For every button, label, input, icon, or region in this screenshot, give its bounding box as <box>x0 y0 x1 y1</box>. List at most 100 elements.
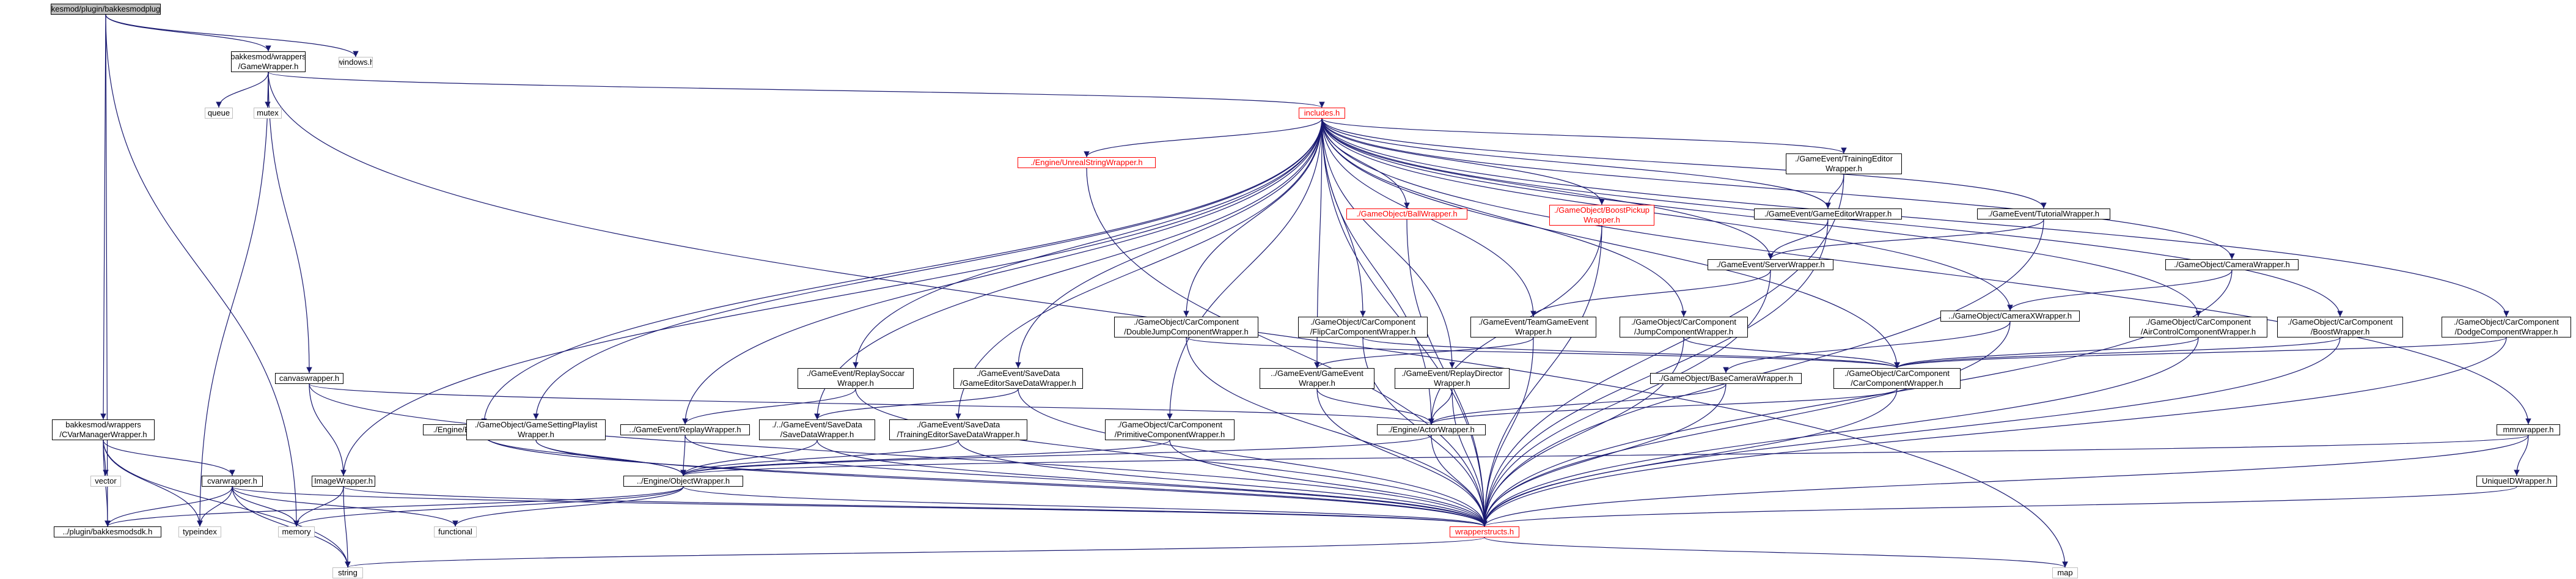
node-doublejumpcomponentwrapper[interactable]: ./GameObject/CarComponent/DoubleJumpComp… <box>1114 317 1258 337</box>
node-label-line1: ./../GameEvent/SaveData <box>772 420 862 429</box>
node-label-line1: ./GameObject/CarComponent <box>1631 317 1736 326</box>
node-gameeditorwrapper[interactable]: ./GameEvent/GameEditorWrapper.h <box>1754 208 1902 219</box>
node-imagewrapper[interactable]: ImageWrapper.h <box>312 476 375 487</box>
edge-flipcar-to-carcomponent <box>1362 337 1900 369</box>
node-unrealstringwrapper[interactable]: ./Engine/UnrealStringWrapper.h <box>1018 157 1156 168</box>
node-label: memory <box>282 527 311 536</box>
edge-cvarwrapper-to-memory <box>232 486 299 527</box>
edge-basecamera-to-actorwrapper <box>1428 383 1727 425</box>
node-boostwrapper[interactable]: ./GameObject/CarComponent/BoostWrapper.h <box>2277 317 2403 337</box>
node-label-line2: /SaveDataWrapper.h <box>780 430 854 439</box>
node-trainingeditorsavedatawrapper[interactable]: ./GameEvent/SaveData/TrainingEditorSaveD… <box>889 419 1027 440</box>
node-label-line1: ./GameEvent/SaveData <box>976 369 1060 378</box>
node-label: queue <box>207 108 230 117</box>
node-memory[interactable]: memory <box>278 526 315 537</box>
edge-actorwrapper-to-wrapperstructs <box>1431 435 1488 527</box>
edge-engineta-to-wrapperstructs <box>483 435 1488 527</box>
node-gameeditorsavedatawrapper[interactable]: ./GameEvent/SaveData/GameEditorSaveDataW… <box>953 368 1083 389</box>
node-label-line1: ./GameEvent/TeamGameEvent <box>1478 317 1588 326</box>
edge-cvarwrapper-to-functional <box>232 486 458 527</box>
node-canvaswrapper[interactable]: canvaswrapper.h <box>275 373 343 384</box>
node-label-line2: /CVarManagerWrapper.h <box>59 430 147 439</box>
edge-includes-to-unrealstring <box>1084 118 1323 158</box>
node-label-line1: ./GameEvent/ReplaySoccar <box>806 369 905 378</box>
edge-dodgecomponent-to-carcomponent <box>1894 337 2507 369</box>
edge-gamewrapper-to-canvaswrapper <box>268 72 312 374</box>
edge-objectwrapper-to-functional <box>452 486 684 527</box>
edge-mmrwrapper-to-objectwrapper <box>681 435 2529 476</box>
node-primitivecomponentwrapper[interactable]: ./GameObject/CarComponent/PrimitiveCompo… <box>1105 419 1235 440</box>
node-cvarmanagerwrapper[interactable]: bakkesmod/wrappers/CVarManagerWrapper.h <box>52 419 155 440</box>
node-replaywrapper[interactable]: ../GameEvent/ReplayWrapper.h <box>620 424 750 435</box>
edge-mmrwrapper-to-wrapperstructs <box>1481 435 2529 527</box>
node-includes[interactable]: includes.h <box>1299 108 1345 119</box>
edge-includes-to-imagewrapper <box>340 118 1323 476</box>
node-dodgecomponentwrapper[interactable]: ./GameObject/CarComponent/DodgeComponent… <box>2442 317 2571 337</box>
edge-cvarwrapper-to-wrapperstructs <box>232 486 1488 527</box>
node-mmrwrapper[interactable]: mmrwrapper.h <box>2497 424 2560 435</box>
node-queue[interactable]: queue <box>205 108 233 119</box>
node-map[interactable]: map <box>2052 567 2078 578</box>
node-label: ./GameObject/BallWrapper.h <box>1356 209 1458 218</box>
edge-gameeditorsavedata-to-wrapperstructs <box>1018 388 1488 527</box>
node-objectwrapper[interactable]: ../Engine/ObjectWrapper.h <box>623 476 743 487</box>
node-windows[interactable]: windows.h <box>339 57 373 68</box>
node-label: ./Engine/UnrealStringWrapper.h <box>1030 158 1143 167</box>
edge-primitivecomponent-to-objectwrapper <box>680 440 1170 476</box>
edge-cvarwrapper-to-typeindex <box>197 486 233 527</box>
edge-includes-to-trainingeditor <box>1321 118 1847 154</box>
node-uniqueidwrapper[interactable]: UniqueIDWrapper.h <box>2476 476 2557 487</box>
node-camerawrapper[interactable]: ./GameObject/CameraWrapper.h <box>2165 259 2299 270</box>
edge-includes-to-replaydirector <box>1321 118 1455 369</box>
node-string[interactable]: string <box>332 567 363 578</box>
node-label-line2: Wrapper.h <box>1434 378 1470 388</box>
edge-replaysoccar-to-replaywrapper <box>682 388 856 425</box>
node-label-line2: /CarComponentWrapper.h <box>1851 378 1943 388</box>
node-label: wrapperstructs.h <box>1455 527 1514 536</box>
edge-replaydirector-to-wrapperstructs <box>1451 388 1488 527</box>
node-gamewrapper[interactable]: bakkesmod/wrappers/GameWrapper.h <box>231 51 306 72</box>
node-jumpcomponentwrapper[interactable]: ./GameObject/CarComponent/JumpComponentW… <box>1620 317 1748 337</box>
node-label-line2: /JumpComponentWrapper.h <box>1634 327 1734 336</box>
node-vector[interactable]: vector <box>90 476 121 487</box>
node-mutex[interactable]: mutex <box>254 108 282 119</box>
node-label-line2: /TrainingEditorSaveDataWrapper.h <box>897 430 1020 439</box>
node-functional[interactable]: functional <box>434 526 477 537</box>
node-bakkesmodplugin-root[interactable]: bakkesmod/plugin/bakkesmodplugin.h <box>51 4 161 15</box>
edge-includes-to-replaysoccar <box>853 118 1323 369</box>
node-carcomponentwrapper[interactable]: ./GameObject/CarComponent/CarComponentWr… <box>1833 368 1961 389</box>
node-label-line2: Wrapper.h <box>1515 327 1552 336</box>
node-flipcarcomponentwrapper[interactable]: ./GameObject/CarComponent/FlipCarCompone… <box>1298 317 1428 337</box>
node-cvarwrapper[interactable]: cvarwrapper.h <box>202 476 263 487</box>
node-actorwrapper[interactable]: ./Engine/ActorWrapper.h <box>1377 424 1486 435</box>
node-label: ./GameEvent/ServerWrapper.h <box>1716 260 1825 269</box>
edge-aircontrol-to-carcomponent <box>1894 337 2199 369</box>
node-tutorialwrapper[interactable]: ./GameEvent/TutorialWrapper.h <box>1977 208 2110 219</box>
node-wrapperstructs[interactable]: wrapperstructs.h <box>1450 526 1519 537</box>
edge-serverwrapper-to-teamgameevent <box>1530 270 1771 317</box>
node-basecamerawrapper[interactable]: ./GameObject/BaseCameraWrapper.h <box>1650 373 1802 384</box>
edge-includes-to-serverwrapper <box>1321 118 1774 260</box>
node-cameraxwrapper[interactable]: ../GameObject/CameraXWrapper.h <box>1940 311 2080 322</box>
edge-wrapperstructs-to-string <box>345 537 1485 568</box>
edge-imagewrapper-to-wrapperstructs <box>343 486 1488 527</box>
node-label: functional <box>438 527 472 536</box>
node-aircontrolcomponentwrapper[interactable]: ./GameObject/CarComponent/AirControlComp… <box>2129 317 2267 337</box>
node-bakkesmodsdk[interactable]: ../plugin/bakkesmodsdk.h <box>54 526 161 537</box>
node-serverwrapper[interactable]: ./GameEvent/ServerWrapper.h <box>1708 259 1833 270</box>
edge-imagewrapper-to-string <box>343 486 351 568</box>
edge-doublejump-to-carcomponent <box>1186 337 1900 369</box>
node-ballwrapper[interactable]: ./GameObject/BallWrapper.h <box>1346 208 1467 219</box>
node-label-line2: /DoubleJumpComponentWrapper.h <box>1124 327 1249 336</box>
edge-root-to-gamewrapper <box>105 14 271 52</box>
node-savedatawrapper[interactable]: ./../GameEvent/SaveData/SaveDataWrapper.… <box>759 419 875 440</box>
node-typeindex[interactable]: typeindex <box>178 526 221 537</box>
edge-gamewrapper-to-typeindex <box>197 72 269 527</box>
